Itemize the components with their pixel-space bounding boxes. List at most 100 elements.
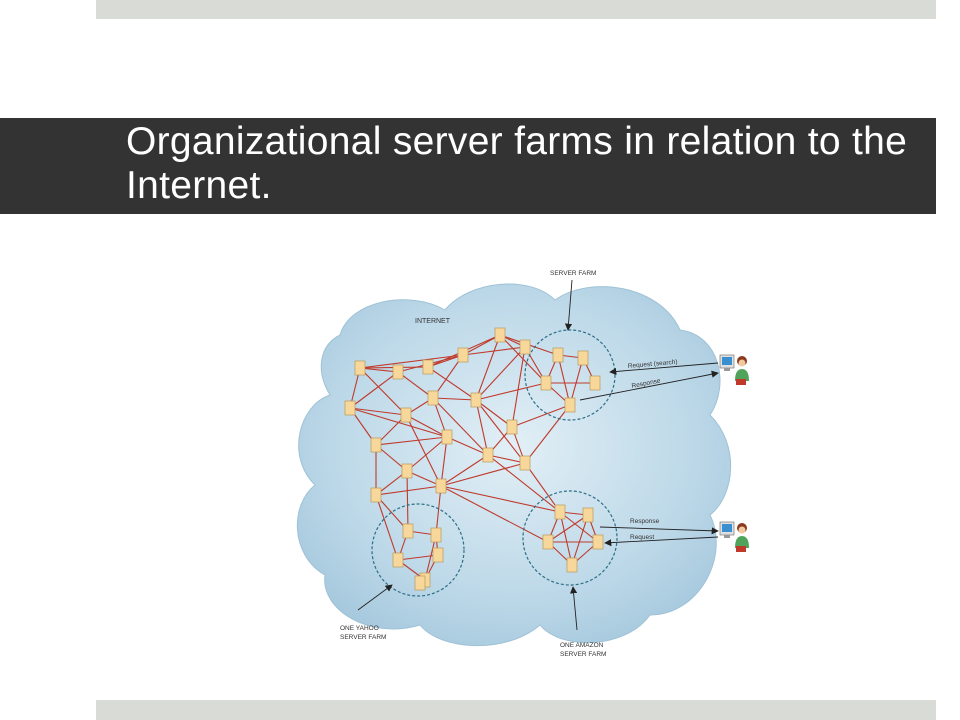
network-link [359,367,407,416]
network-link [349,371,399,409]
network-link [397,371,434,399]
network-link [435,485,442,536]
network-link [475,346,526,401]
amazon-callout-arrow [569,586,578,631]
server-node [435,478,447,494]
server-node [552,347,564,363]
diagram-svg: INTERNET SERVER FARM ONE YAHOO SERVER FA… [296,270,749,658]
network-link [475,399,489,456]
network-link [557,354,571,406]
bottom-response-label: Response [630,518,660,525]
server-node [402,523,414,539]
network-link [559,511,573,566]
server-node [592,534,604,550]
yahoo-label-line2: SERVER FARM [340,634,386,641]
network-link [547,514,589,543]
server-node [494,327,506,343]
bottom-user-computer-icon [719,521,749,552]
server-node [519,455,531,471]
bottom-decor-bar [96,700,936,720]
server-node [427,390,439,406]
server-node [582,507,594,523]
network-link [397,554,439,561]
network-link [487,454,526,464]
server-node [457,347,469,363]
server-node [589,375,601,391]
server-node [344,400,356,416]
server-node [577,350,589,366]
amazon-label-line2: SERVER FARM [560,651,606,658]
yahoo-callout-arrow [357,584,393,611]
top-response-arrow [579,370,719,401]
server-node [392,364,404,380]
network-link [559,511,599,543]
server-node [422,359,434,375]
network-link [440,462,526,487]
network-link [440,454,489,487]
server-node [566,557,578,573]
yahoo-label-line1: ONE YAHOO [340,625,379,632]
server-node [401,463,413,479]
network-link [524,462,561,513]
network-link [375,485,442,496]
network-link [432,397,477,401]
server-node [470,392,482,408]
server-node [370,487,382,503]
network-link [511,346,526,428]
server-farm-diagram: INTERNET SERVER FARM ONE YAHOO SERVER FA… [280,255,760,665]
network-link [446,436,489,456]
server-node [519,339,531,355]
network-link [406,436,448,472]
server-farm-callout-arrow [564,279,573,331]
bottom-response-arrow [599,526,719,535]
network-link [432,397,489,456]
network-link [440,485,549,543]
top-user-arrows [579,362,719,401]
callout-arrows [357,279,578,631]
server-node [506,419,518,435]
network-link [524,404,571,464]
server-node [400,407,412,423]
server-node [430,527,442,543]
network-link [475,334,501,401]
server-node [392,552,404,568]
server-node [414,575,426,591]
network-link [571,514,589,566]
internet-label: INTERNET [415,318,451,325]
internet-cloud [296,283,732,647]
network-link [406,470,442,487]
title-band [0,118,936,214]
server-node [542,534,554,550]
server-nodes [344,327,604,591]
network-link [475,382,547,401]
network-link [359,354,464,369]
slide-title: Organizational server farms in relation … [126,120,908,207]
network-link [462,334,501,356]
network-link [405,414,448,438]
bottom-user-arrows [599,526,719,547]
top-request-label: Request (search) [628,359,678,370]
network-link [406,470,409,532]
network-link [405,414,442,487]
yahoo-server-farm-circle [371,503,465,597]
bottom-request-arrow [604,536,719,547]
server-node [540,375,552,391]
server-node [441,429,453,445]
amazon-server-farm-circle [522,490,618,586]
network-link [424,534,437,581]
server-node [564,397,576,413]
server-node [354,360,366,376]
server-farm-label: SERVER FARM [550,270,596,277]
top-user-computer-icon [719,354,749,385]
network-link [440,436,448,487]
network-link [440,485,561,513]
top-decor-bar [96,0,936,19]
network-link [475,399,513,428]
server-node [554,504,566,520]
network-link [375,436,448,446]
server-node [432,547,444,563]
network-link [569,357,584,406]
network-link [375,494,399,561]
top-request-arrow [609,362,719,376]
network-link [359,367,399,373]
